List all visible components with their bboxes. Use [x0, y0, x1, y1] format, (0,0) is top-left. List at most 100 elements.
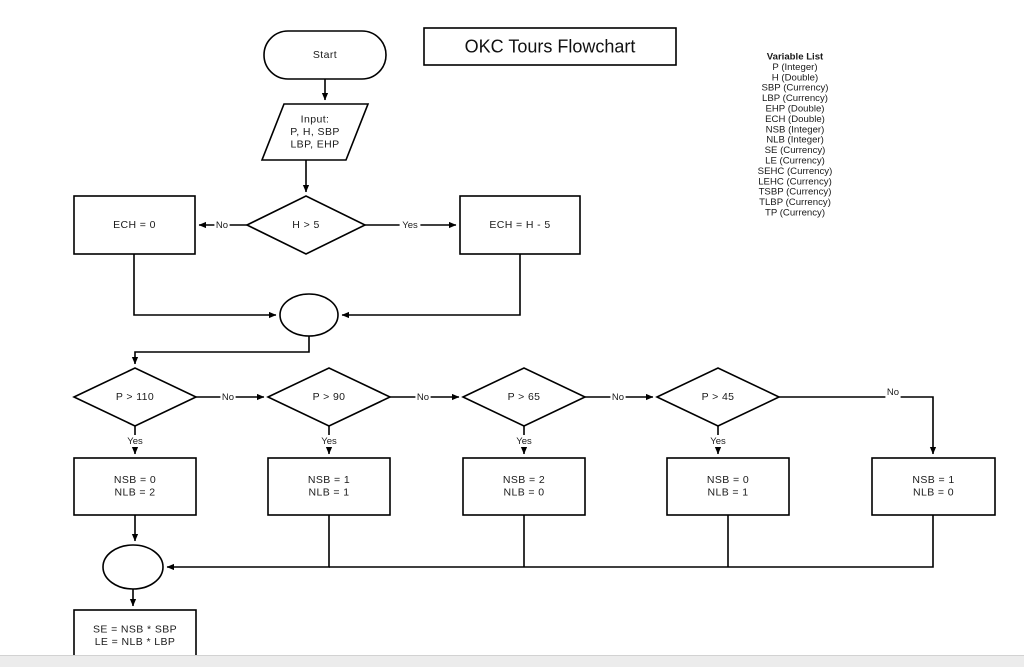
variable-list-item-0: P (Integer) — [772, 62, 817, 73]
variable-list-item-3: LBP (Currency) — [762, 93, 828, 104]
edge-p110-yes-to-b1-label: Yes — [127, 436, 143, 447]
decision-p-gt-90[interactable]: P > 90 — [266, 367, 392, 427]
decision-p-gt-65-text-line-0: P > 65 — [508, 391, 541, 403]
connector-merge-top[interactable] — [279, 293, 339, 337]
decision-p-gt-90-shape — [266, 367, 392, 427]
variable-list-item-4: EHP (Double) — [765, 104, 824, 115]
variable-list-item-12: TSBP (Currency) — [759, 187, 832, 198]
process-se-le-text-line-1: LE = NLB * LBP — [95, 636, 176, 648]
edge-p45-no-to-b5-label-bg — [885, 386, 901, 398]
edge-p110-no-to-p90-label-bg — [220, 391, 236, 403]
variable-list-item-14: TP (Currency) — [765, 208, 825, 219]
process-ech-h-minus-5[interactable]: ECH = H - 5 — [459, 195, 581, 255]
connector-merge-bottom[interactable] — [102, 544, 164, 590]
decision-h-gt-5[interactable]: H > 5 — [245, 195, 367, 255]
connector-merge-top-shape — [279, 293, 339, 337]
decision-p-gt-110-shape — [72, 367, 198, 427]
process-se-le-text-line-0: SE = NSB * SBP — [93, 624, 177, 636]
process-nsb1-nlb0-shape — [871, 457, 996, 516]
variable-list-item-10: SEHC (Currency) — [758, 166, 833, 177]
title-label: OKC Tours Flowchart — [465, 36, 636, 56]
process-nsb1-nlb1-text-line-1: NLB = 1 — [308, 487, 349, 499]
variable-list-item-11: LEHC (Currency) — [758, 176, 832, 187]
process-nsb0-nlb2-text-line-0: NSB = 0 — [114, 474, 156, 486]
input-parallelogram-text-line-2: LBP, EHP — [290, 138, 339, 150]
process-nsb1-nlb0-text-line-0: NSB = 1 — [912, 474, 954, 486]
process-ech-h-minus-5-text-line-0: ECH = H - 5 — [489, 219, 550, 231]
variable-list-heading: Variable List — [767, 52, 824, 63]
title-box — [423, 27, 677, 66]
input-parallelogram-text-line-1: P, H, SBP — [290, 126, 340, 138]
bottom-status-bar — [0, 655, 1024, 667]
decision-p-gt-45-shape — [655, 367, 781, 427]
variable-list-item-7: NLB (Integer) — [766, 135, 824, 146]
variable-list-item-6: NSB (Integer) — [766, 124, 825, 135]
edge-h5-no-to-ech0-label-bg — [214, 219, 230, 231]
variable-list-item-9: LE (Currency) — [765, 156, 825, 167]
process-nsb0-nlb2-shape — [73, 457, 197, 516]
input-parallelogram-shape — [260, 103, 370, 161]
edge-echh5-to-conn1 — [341, 254, 521, 319]
edge-p110-no-to-p90-label: No — [222, 392, 234, 403]
edge-h5-no-to-ech0-label: No — [216, 220, 228, 231]
process-nsb1-nlb1-shape — [267, 457, 391, 516]
decision-p-gt-110-text-line-0: P > 110 — [116, 391, 154, 403]
title-layer: OKC Tours Flowchart — [423, 27, 677, 66]
decision-p-gt-110[interactable]: P > 110 — [72, 367, 198, 427]
edge-ech0-to-conn1 — [133, 254, 277, 319]
process-nsb2-nlb0-text-line-1: NLB = 0 — [503, 487, 544, 499]
edge-p90-yes-to-b2-label: Yes — [321, 436, 337, 447]
edge-p45-yes-to-b4-label: Yes — [710, 436, 726, 447]
connector-merge-bottom-shape — [102, 544, 164, 590]
decision-p-gt-45[interactable]: P > 45 — [655, 367, 781, 427]
input-parallelogram-text-line-0: Input: — [301, 113, 330, 125]
process-ech-h-minus-5-shape — [459, 195, 581, 255]
edge-p45-no-to-b5 — [779, 396, 937, 455]
edge-p65-yes-to-b3-label-bg — [513, 435, 535, 447]
variable-list-item-5: ECH (Double) — [765, 114, 825, 125]
variable-list-item-13: TLBP (Currency) — [759, 197, 831, 208]
decision-h-gt-5-text-line-0: H > 5 — [292, 219, 319, 231]
edge-p65-no-to-p45-label: No — [612, 392, 624, 403]
process-nsb0-nlb2-text-line-1: NLB = 2 — [114, 487, 155, 499]
edge-p65-no-to-p45-label-bg — [610, 391, 626, 403]
edge-b2-to-merge — [166, 515, 330, 571]
variable-list-item-2: SBP (Currency) — [762, 83, 829, 94]
edge-h5-yes-to-echh5-label: Yes — [402, 220, 418, 231]
process-nsb0-nlb1-text-line-1: NLB = 1 — [707, 487, 748, 499]
edge-p45-yes-to-b4-label-bg — [707, 435, 729, 447]
start-terminator[interactable]: Start — [263, 30, 387, 80]
decision-p-gt-65[interactable]: P > 65 — [461, 367, 587, 427]
process-ech-zero[interactable]: ECH = 0 — [73, 195, 196, 255]
process-nsb0-nlb1-shape — [666, 457, 790, 516]
decision-p-gt-90-text-line-0: P > 90 — [313, 391, 346, 403]
edge-conn1-to-p110 — [131, 336, 310, 365]
edge-p110-yes-to-b1-label-bg — [124, 435, 146, 447]
process-nsb1-nlb1-text-line-0: NSB = 1 — [308, 474, 350, 486]
process-ech-zero-text-line-0: ECH = 0 — [113, 219, 156, 231]
process-nsb2-nlb0-text-line-0: NSB = 2 — [503, 474, 545, 486]
edge-p90-no-to-p65-label-bg — [415, 391, 431, 403]
process-nsb0-nlb1-text-line-0: NSB = 0 — [707, 474, 749, 486]
edge-b5-to-merge — [329, 515, 934, 568]
edge-h5-yes-to-echh5-label-bg — [399, 219, 421, 231]
edge-p90-yes-to-b2-label-bg — [318, 435, 340, 447]
process-nsb2-nlb0-shape — [462, 457, 586, 516]
variable-list-item-8: SE (Currency) — [765, 145, 826, 156]
edge-p45-no-to-b5-label: No — [887, 387, 899, 398]
process-se-le-shape — [73, 609, 197, 655]
decision-h-gt-5-shape — [245, 195, 367, 255]
